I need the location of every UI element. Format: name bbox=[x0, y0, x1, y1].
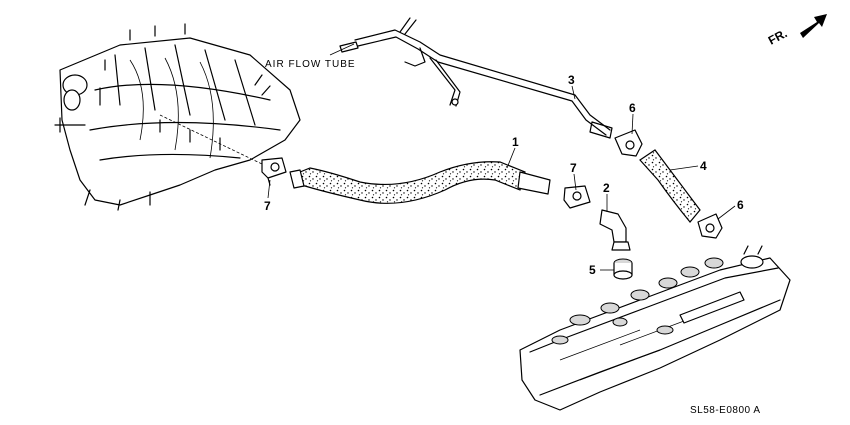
grommet-5 bbox=[613, 258, 633, 280]
clamp-7-left bbox=[261, 157, 287, 186]
part-number-1: 1 bbox=[512, 135, 519, 149]
hose-1 bbox=[289, 161, 551, 204]
diagram-code: SL58-E0800 A bbox=[690, 405, 761, 416]
hose-4 bbox=[639, 149, 701, 223]
clamp-6-upper bbox=[614, 129, 643, 157]
leader-lines bbox=[159, 43, 736, 271]
clamp-6-lower bbox=[697, 213, 723, 239]
clamp-7-right bbox=[563, 185, 591, 209]
pcv-joint-2 bbox=[599, 209, 631, 251]
part-number-7-left: 7 bbox=[264, 199, 271, 213]
front-indicator-label: FR. bbox=[766, 26, 790, 47]
front-indicator: FR. bbox=[766, 14, 827, 48]
part-number-3: 3 bbox=[568, 73, 575, 87]
part-number-5: 5 bbox=[589, 263, 596, 277]
part-number-2: 2 bbox=[603, 181, 610, 195]
intake-manifold bbox=[54, 23, 301, 211]
part-number-6-upper: 6 bbox=[629, 101, 636, 115]
part-number-4: 4 bbox=[700, 159, 707, 173]
part-number-7-right: 7 bbox=[570, 161, 577, 175]
front-arrow-icon bbox=[800, 14, 827, 38]
valve-cover bbox=[519, 245, 791, 411]
air-flow-tube-callout: AIR FLOW TUBE bbox=[265, 59, 356, 70]
part-number-6-lower: 6 bbox=[737, 198, 744, 212]
